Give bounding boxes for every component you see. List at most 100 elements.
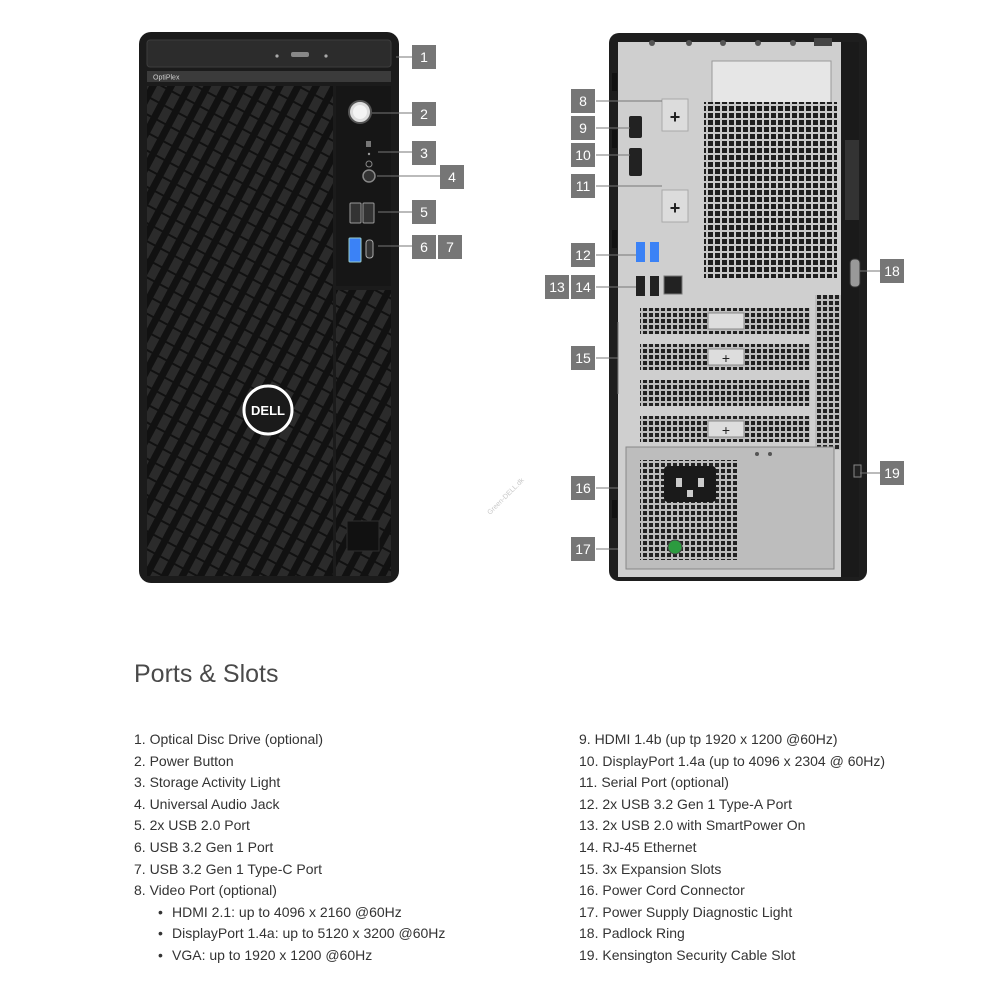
callout-13: 13 — [545, 275, 569, 299]
callout-3: 3 — [412, 141, 436, 165]
video-subitems: HDMI 2.1: up to 4096 x 2160 @60Hz Displa… — [134, 902, 445, 967]
model-label: OptiPlex — [153, 75, 180, 82]
power-cord-connector — [664, 466, 716, 502]
usb2-port-a — [349, 202, 362, 224]
plus-glyph: + — [722, 350, 730, 366]
callout-11: 11 — [571, 174, 595, 198]
callout-15: 15 — [571, 346, 595, 370]
callout-16: 16 — [571, 476, 595, 500]
screw — [755, 40, 761, 46]
audio-icon — [365, 160, 373, 168]
plus-glyph: + — [670, 107, 681, 127]
callout-14: 14 — [571, 275, 595, 299]
callout-1: 1 — [412, 45, 436, 69]
list-item: 3. Storage Activity Light — [134, 774, 281, 791]
usb2-port-rear-a — [636, 276, 645, 296]
usb2-port-b — [362, 202, 375, 224]
list-item: 7. USB 3.2 Gen 1 Type-C Port — [134, 860, 323, 877]
callout-12: 12 — [571, 243, 595, 267]
callout-5: 5 — [412, 200, 436, 224]
drive-activity-dot — [275, 54, 279, 58]
callout-6: 6 — [412, 235, 436, 259]
list-item: 17. Power Supply Diagnostic Light — [579, 903, 793, 920]
list-item: 14. RJ-45 Ethernet — [579, 838, 697, 855]
callout-9: 9 — [571, 116, 595, 140]
optical-drive-bezel — [146, 39, 392, 68]
drive-pinhole — [324, 54, 328, 58]
eject-button — [291, 52, 309, 57]
pin — [676, 478, 682, 487]
padlock-ring — [849, 258, 861, 288]
screw — [720, 40, 726, 46]
section-title: Ports & Slots — [134, 660, 279, 688]
edge-slot — [612, 230, 617, 248]
hdmi-port — [629, 116, 642, 138]
list-item: 9. HDMI 1.4b (up tp 1920 x 1200 @60Hz) — [579, 731, 838, 747]
pin — [698, 478, 704, 487]
model-strip — [147, 71, 391, 82]
slot-cover-1 — [707, 312, 745, 330]
callout-17: 17 — [571, 537, 595, 561]
side-handle — [845, 140, 859, 220]
slot-cover-2 — [707, 348, 745, 366]
callout-10: 10 — [571, 143, 595, 167]
list-item: 1. Optical Disc Drive (optional) — [134, 731, 324, 747]
plus-glyph: + — [722, 422, 730, 438]
list-item: 6. USB 3.2 Gen 1 Port — [134, 838, 274, 855]
usb3-port-front — [348, 237, 362, 263]
list-item: 13. 2x USB 2.0 with SmartPower On — [579, 817, 806, 834]
list-item: 4. Universal Audio Jack — [134, 795, 280, 812]
usb3-port-rear-a — [636, 242, 645, 262]
list-subitem: DisplayPort 1.4a: up to 5120 x 3200 @60H… — [158, 923, 445, 945]
psu-indicator — [768, 452, 772, 456]
callout-8: 8 — [571, 89, 595, 113]
side-rail — [841, 42, 859, 577]
usb3-port-rear-b — [650, 242, 659, 262]
ports-list-left: 1. Optical Disc Drive (optional) 2. Powe… — [134, 729, 445, 967]
dell-logo-text: DELL — [251, 403, 285, 418]
kensington-slot — [853, 464, 862, 478]
list-item: 8. Video Port (optional) — [134, 882, 277, 899]
pin — [687, 490, 693, 497]
plus-glyph: + — [670, 198, 681, 218]
list-subitem: VGA: up to 1920 x 1200 @60Hz — [158, 945, 445, 967]
list-item: 15. 3x Expansion Slots — [579, 860, 722, 877]
screw — [686, 40, 692, 46]
callout-2: 2 — [412, 102, 436, 126]
storage-activity-light — [367, 152, 371, 156]
psu-diagnostic-light — [667, 539, 683, 555]
list-subitem: HDMI 2.1: up to 4096 x 2160 @60Hz — [158, 902, 445, 924]
usb-c-port — [365, 239, 374, 259]
audio-jack — [362, 169, 376, 183]
front-mesh-left — [147, 86, 333, 576]
expansion-slot-3 — [640, 380, 810, 406]
list-item: 19. Kensington Security Cable Slot — [579, 946, 796, 963]
screw — [649, 40, 655, 46]
storage-light-icon — [366, 141, 371, 147]
fan-frame-top — [711, 60, 832, 104]
dell-logo — [242, 384, 294, 436]
callout-19: 19 — [880, 461, 904, 485]
list-item: 2. Power Button — [134, 752, 234, 769]
video-subitem-list: HDMI 2.1: up to 4096 x 2160 @60Hz Displa… — [158, 902, 445, 967]
edge-slot — [612, 500, 617, 518]
serial-port-cover — [661, 189, 689, 223]
rj45-port — [663, 275, 683, 295]
psu-indicator — [755, 452, 759, 456]
list-item: 5. 2x USB 2.0 Port — [134, 817, 250, 834]
displayport-port — [629, 148, 642, 176]
screw — [790, 40, 796, 46]
list-item: 10. DisplayPort 1.4a (up to 4096 x 2304 … — [579, 752, 886, 769]
front-view: OptiPlex DELL — [139, 32, 440, 583]
product-figure: OptiPlex DELL Green-DELL.dk — [139, 32, 904, 583]
callout-18: 18 — [880, 259, 904, 283]
list-item: 16. Power Cord Connector — [579, 882, 745, 899]
side-vent — [815, 295, 841, 450]
rear-view: + + + + — [596, 33, 880, 581]
tower-illustration: OptiPlex DELL Green-DELL.dk — [139, 32, 880, 583]
list-item: 12. 2x USB 3.2 Gen 1 Type-A Port — [579, 795, 792, 812]
video-port-cover — [661, 98, 689, 132]
usb2-port-rear-b — [650, 276, 659, 296]
edge-slot — [612, 130, 617, 148]
top-latch — [814, 38, 832, 46]
